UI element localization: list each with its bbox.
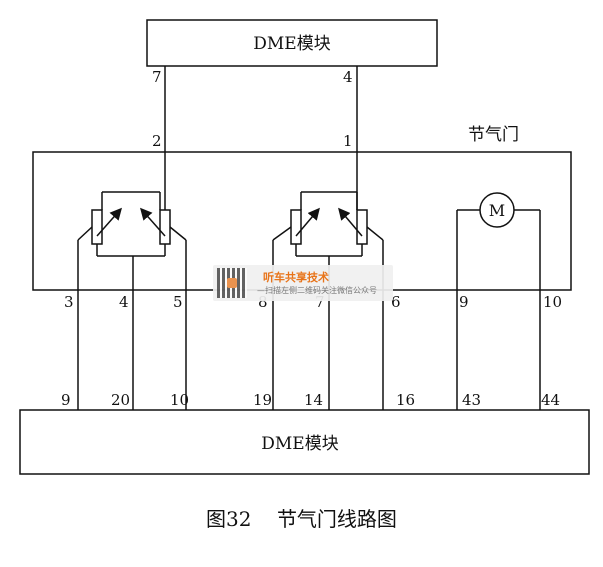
pin-label: 8 [258, 293, 268, 311]
figure-number: 图32 [206, 507, 252, 531]
watermark-overlay: 听车共享技术 —扫描左侧二维码关注微信公众号 [213, 265, 393, 301]
dme-pin-label: 44 [541, 391, 560, 409]
dme-pin-label: 10 [170, 391, 189, 409]
figure-title: 节气门线路图 [276, 507, 397, 531]
right-potentiometer-pair [272, 191, 384, 257]
bottom-dme-module-label: DME模块 [261, 434, 338, 454]
pin-label: 4 [119, 293, 129, 311]
pin-label: 9 [459, 293, 469, 311]
left-potentiometer-pair [77, 191, 187, 257]
dme-pin-label: 9 [61, 391, 71, 409]
figure-caption: 图32 节气门线路图 [0, 503, 603, 532]
dme-pin-label: 20 [111, 391, 130, 409]
throttle-label: 节气门 [468, 125, 519, 145]
pin-label: 2 [152, 132, 162, 150]
dme-pin-label: 14 [304, 391, 323, 409]
pin-label: 10 [543, 293, 562, 311]
pin-label: 1 [343, 132, 353, 150]
top-dme-module-box [146, 19, 438, 67]
motor-label: M [489, 201, 505, 220]
pin-label: 3 [64, 293, 74, 311]
dme-pin-label: 43 [462, 391, 481, 409]
bottom-dme-module-box [19, 409, 590, 475]
watermark-subtitle: —扫描左侧二维码关注微信公众号 [257, 286, 377, 295]
pin-label: 6 [391, 293, 401, 311]
top-dme-module-label: DME模块 [253, 34, 330, 54]
dme-pin-label: 16 [396, 391, 415, 409]
dme-pin-label: 19 [253, 391, 272, 409]
pin-label: 4 [343, 68, 353, 86]
watermark-title: 听车共享技术 [263, 271, 329, 284]
pin-label: 7 [152, 68, 162, 86]
qr-code-icon [217, 268, 247, 298]
pin-label: 5 [173, 293, 183, 311]
pin-label: 7 [315, 293, 325, 311]
